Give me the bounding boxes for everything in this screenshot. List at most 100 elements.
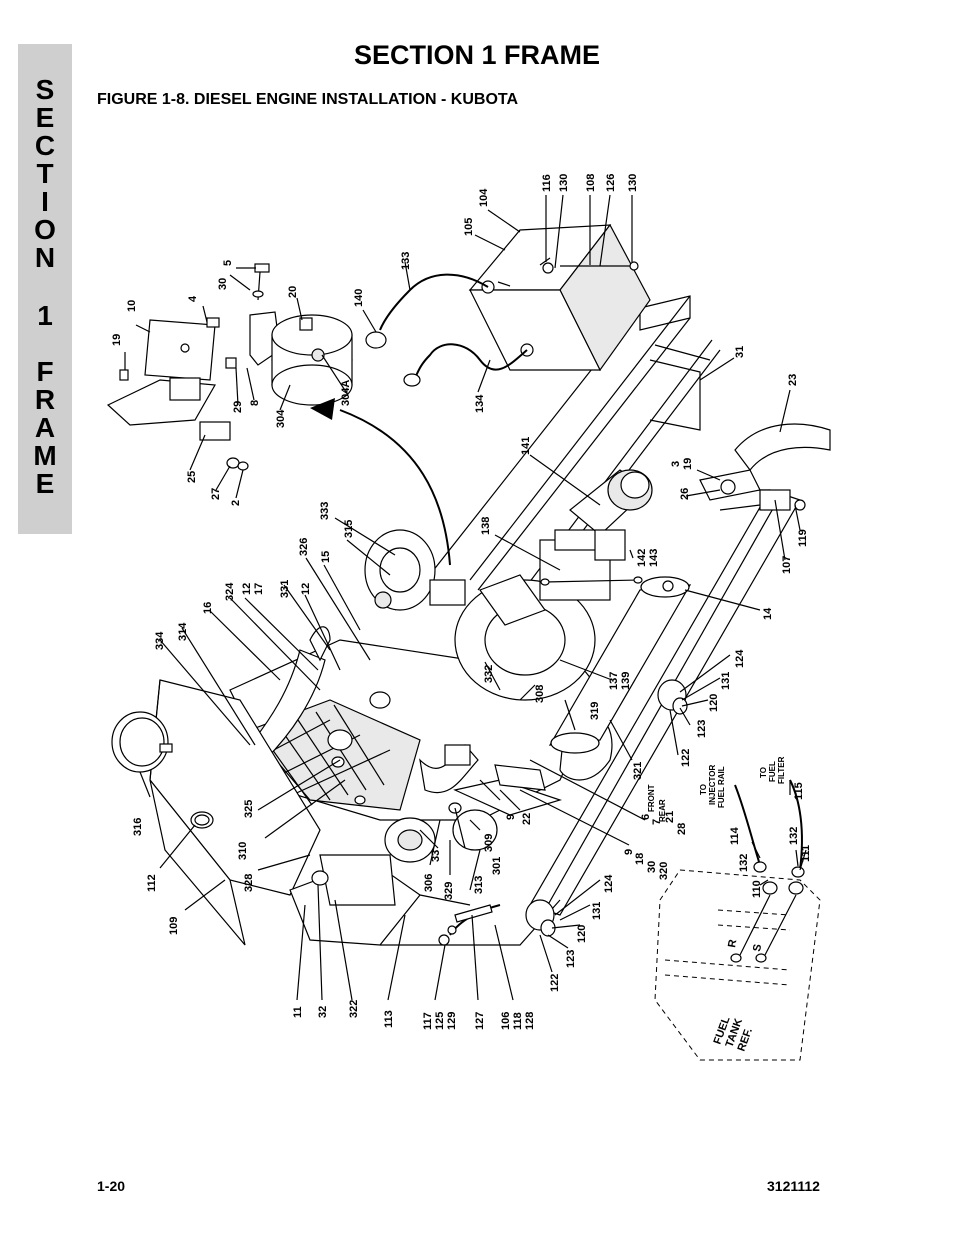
to-filter-note: FILTER: [777, 756, 786, 784]
callout: 6: [640, 814, 652, 820]
callout: 331: [279, 580, 291, 598]
tab-letter: M: [33, 440, 57, 471]
callout: 30: [217, 278, 229, 290]
callout: 328: [243, 874, 255, 892]
callout: 112: [146, 874, 158, 892]
callout: 319: [589, 702, 601, 720]
callout: 10: [126, 300, 138, 312]
to-filter-note: FUEL: [768, 761, 777, 782]
battery-cable-133: [379, 273, 489, 331]
callout: 21: [664, 811, 676, 823]
callout: 133: [400, 252, 412, 270]
callout: 309: [483, 834, 495, 852]
tab-letter: R: [34, 384, 56, 415]
tab-letter: C: [34, 130, 56, 161]
tab-letter: S: [35, 74, 55, 105]
callout: 23: [787, 374, 799, 386]
callout: 143: [648, 549, 660, 567]
callout: 27: [210, 488, 222, 500]
page-number: 1-20: [97, 1178, 126, 1194]
callout: 18: [634, 853, 646, 865]
section-side-tab: S E C T I O N 1 F R A M E: [18, 44, 72, 534]
callout: 15: [320, 551, 332, 563]
battery: [468, 223, 651, 372]
leader-lines: [124, 194, 807, 1001]
callout: 320: [658, 862, 670, 880]
to-injector-note: TO: [699, 784, 708, 795]
front-note: FRONT: [647, 784, 656, 812]
callout: 130: [627, 174, 639, 192]
callout: 326: [298, 538, 310, 556]
callout: 137: [608, 672, 620, 690]
callout: 138: [480, 517, 492, 535]
callout: 140: [353, 289, 365, 307]
callout: 304: [275, 409, 287, 428]
callout: 117: [422, 1012, 434, 1030]
callout: 9: [623, 849, 635, 855]
callout: 26: [679, 488, 691, 500]
callout: 316: [132, 818, 144, 836]
callout: 9: [505, 814, 517, 820]
callout: 123: [565, 950, 577, 968]
callout: 333: [319, 502, 331, 520]
callout: 128: [524, 1012, 536, 1030]
tab-letter: 1: [37, 300, 53, 331]
tab-letter: T: [36, 158, 54, 189]
callout: 108: [585, 174, 597, 192]
callout: 19: [111, 334, 123, 346]
callout: 325: [243, 800, 255, 818]
callout: 313: [473, 876, 485, 894]
callout: 308: [534, 685, 546, 703]
to-injector-note: FUEL RAIL: [717, 766, 726, 808]
engine-base: [289, 854, 561, 946]
tab-letter: N: [34, 242, 56, 273]
callout: 116: [541, 174, 553, 192]
callout: 31: [734, 346, 746, 358]
callout-labels: 116 130 108 126 130 104 105 133 140 134 …: [111, 174, 812, 1030]
callout: 321: [632, 762, 644, 780]
callout: 132: [788, 827, 800, 845]
callout: 5: [222, 260, 234, 266]
callout: 107: [781, 556, 793, 574]
callout: 306: [423, 874, 435, 892]
callout: 130: [558, 174, 570, 192]
callout: 129: [446, 1012, 458, 1030]
callout: 16: [202, 602, 214, 614]
callout: 142: [636, 549, 648, 567]
engine-block: [217, 469, 653, 863]
callout: 114: [729, 826, 741, 845]
callout: 33: [430, 850, 442, 862]
callout: 127: [474, 1012, 486, 1030]
callout: 106: [500, 1012, 512, 1030]
callout: 105: [463, 218, 475, 236]
line-marker-r: R: [726, 939, 739, 949]
callout: 134: [474, 394, 486, 413]
fuel-lines: [730, 779, 805, 963]
tab-letter: I: [41, 186, 49, 217]
callout: 122: [549, 974, 561, 992]
callout: 301: [491, 857, 503, 875]
callout: 12: [300, 583, 312, 595]
callout: 11: [292, 1006, 304, 1018]
arrow-head: [310, 398, 335, 420]
callout: 28: [676, 823, 688, 835]
line-marker-s: S: [751, 943, 764, 952]
callout: 310: [237, 842, 249, 860]
callout: 32: [317, 1006, 329, 1018]
callout: 17: [253, 583, 265, 595]
callout: 7: [651, 819, 663, 825]
relay-bracket-assembly: [106, 263, 353, 471]
rail-bushings: [525, 489, 806, 937]
callout: 314: [177, 622, 189, 641]
callout: 109: [168, 917, 180, 935]
callout: 123: [696, 720, 708, 738]
callout: 124: [603, 874, 615, 893]
callout: 139: [620, 672, 632, 690]
callout: 118: [512, 1012, 524, 1030]
callout: 19: [682, 458, 694, 470]
callout: 120: [708, 694, 720, 712]
callout: 120: [576, 925, 588, 943]
callout: 131: [591, 902, 603, 920]
cable-terminal: [365, 331, 387, 349]
